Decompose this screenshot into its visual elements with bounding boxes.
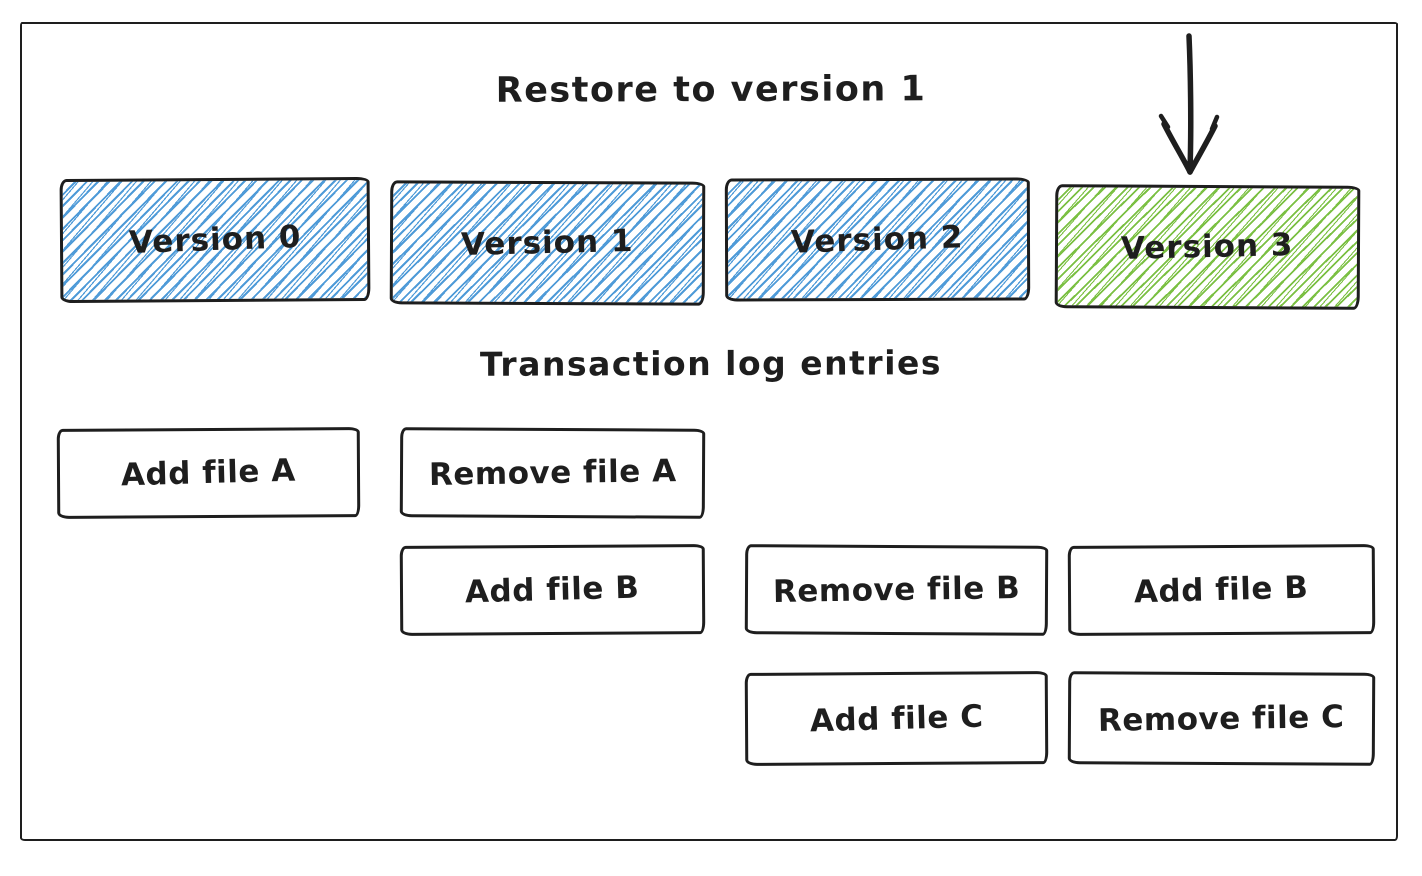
log-entry-add-file-b-2: Add file B	[1067, 544, 1376, 636]
version-2-label: Version 2	[790, 218, 965, 261]
version-box-2: Version 2	[724, 177, 1031, 302]
log-entry-remove-file-c: Remove file C	[1067, 671, 1376, 766]
log-entry-label: Add file B	[1133, 569, 1310, 611]
log-entry-label: Remove file A	[428, 453, 677, 493]
restore-arrow-icon	[1158, 33, 1220, 175]
log-entry-add-file-c: Add file C	[744, 671, 1049, 766]
version-3-label: Version 3	[1120, 227, 1295, 267]
log-entry-add-file-b: Add file B	[399, 544, 706, 636]
log-entry-label: Remove file C	[1098, 698, 1345, 739]
log-section-title: Transaction log entries	[479, 343, 943, 384]
log-entry-add-file-a: Add file A	[56, 427, 361, 519]
version-box-1: Version 1	[389, 180, 706, 306]
version-1-label: Version 1	[460, 222, 635, 264]
log-entry-remove-file-b: Remove file B	[744, 544, 1049, 636]
log-entry-label: Add file C	[809, 698, 984, 739]
version-box-3: Version 3	[1054, 184, 1361, 310]
diagram-frame	[20, 22, 1398, 841]
version-0-label: Version 0	[128, 219, 302, 261]
log-entry-remove-file-a: Remove file A	[399, 427, 706, 519]
log-entry-label: Add file B	[464, 569, 641, 611]
log-entry-label: Add file A	[120, 452, 297, 494]
log-entry-label: Remove file B	[772, 570, 1021, 610]
version-box-0: Version 0	[59, 176, 371, 304]
